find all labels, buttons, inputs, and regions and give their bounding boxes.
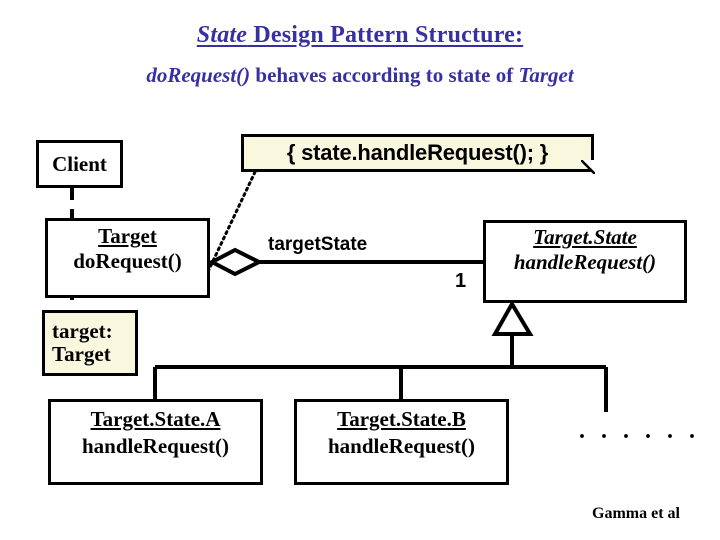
- class-box-target-state[interactable]: Target.State handleRequest(): [483, 220, 687, 303]
- note-anchor-line: [203, 170, 257, 280]
- class-operation-target-state: handleRequest(): [513, 249, 657, 274]
- inheritance-triangle: [491, 300, 534, 336]
- class-name-target-state-b: Target.State.B: [337, 407, 466, 431]
- page-title-rest: Design Pattern Structure:: [247, 22, 524, 48]
- more-subclasses-ellipsis: · · · · · ·: [578, 424, 701, 450]
- subtitle-class: Target: [518, 63, 574, 87]
- note-fold-corner: [581, 160, 595, 174]
- note-target-attribute[interactable]: target: Target: [42, 310, 138, 376]
- note-handle-request[interactable]: { state.handleRequest(); }: [241, 134, 594, 172]
- class-operation-target: doRequest(): [73, 248, 182, 273]
- subtitle-method: doRequest(): [146, 63, 251, 87]
- page-title-italic: State: [196, 22, 248, 48]
- class-name-target-state: Target.State: [533, 225, 637, 249]
- page-title: State Design Pattern Structure:: [0, 22, 720, 49]
- class-name-client: Client: [52, 151, 107, 176]
- class-operation-target-state-a: handleRequest(): [81, 433, 229, 458]
- class-name-target-state-a: Target.State.A: [90, 407, 221, 431]
- subtitle-middle: behaves according to state of: [250, 63, 519, 87]
- class-name-target: Target: [98, 224, 157, 248]
- class-box-target[interactable]: Target doRequest(): [45, 218, 210, 298]
- note-target-line1: target:: [52, 319, 113, 344]
- association-multiplicity-label: 1: [455, 270, 467, 292]
- association-role-label: targetState: [268, 234, 368, 255]
- class-box-client[interactable]: Client: [36, 140, 123, 188]
- note-target-line2: Target: [52, 342, 111, 366]
- class-box-target-state-b[interactable]: Target.State.B handleRequest(): [294, 399, 509, 485]
- aggregation-diamond: [207, 247, 264, 277]
- class-operation-target-state-b: handleRequest(): [327, 433, 475, 458]
- attribution-credit: Gamma et al: [592, 505, 680, 522]
- class-box-target-state-a[interactable]: Target.State.A handleRequest(): [48, 399, 263, 485]
- page-subtitle: doRequest() behaves according to state o…: [0, 63, 720, 88]
